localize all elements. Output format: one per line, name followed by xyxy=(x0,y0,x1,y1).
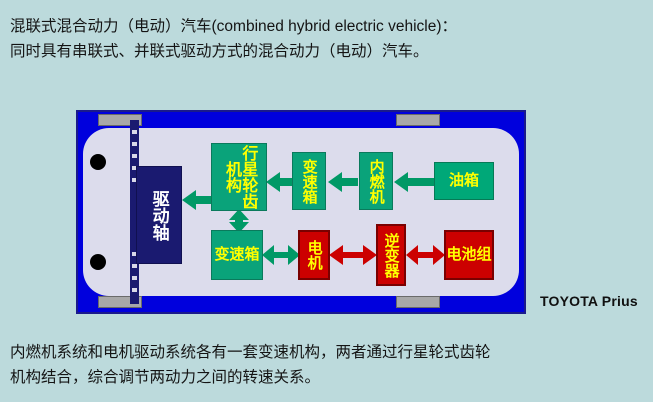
axle-tick xyxy=(132,130,137,134)
axle-tick xyxy=(132,178,137,182)
node-gearbox-engine[interactable]: 变速箱 xyxy=(292,152,326,210)
hub-upper xyxy=(90,154,106,170)
node-planetary-gear[interactable]: 行星轮齿机构 xyxy=(211,143,267,211)
arrow-motor-inverter xyxy=(329,244,377,266)
arrow-inverter-battery xyxy=(406,244,445,266)
arrow-fueltank-to-engine xyxy=(394,170,435,194)
wheel-rear-left xyxy=(396,114,440,126)
axle-tick xyxy=(132,154,137,158)
explanation-paragraph: 内燃机系统和电机驱动系统各有一套变速机构，两者通过行星轮式齿轮 机构结合，综合调… xyxy=(10,344,491,386)
node-gearbox-motor[interactable]: 变速箱 xyxy=(211,230,263,280)
axle-tick xyxy=(132,142,137,146)
node-battery-pack[interactable]: 电池组 xyxy=(444,230,494,280)
axle-tick xyxy=(132,276,137,280)
arrow-planetary-gearbox2 xyxy=(227,209,251,233)
axle-tick xyxy=(132,264,137,268)
node-electric-motor[interactable]: 电机 xyxy=(298,230,330,280)
hub-lower xyxy=(90,254,106,270)
arrow-gearbox1-to-planetary xyxy=(266,170,294,194)
arrow-gearbox2-motor xyxy=(262,244,300,266)
vehicle-model-caption: TOYOTA Prius xyxy=(540,293,638,309)
node-fuel-tank[interactable]: 油箱 xyxy=(434,162,494,200)
axle-tick xyxy=(132,252,137,256)
axle-tick xyxy=(132,288,137,292)
arrow-planetary-to-driveshaft xyxy=(182,188,214,212)
wheel-rear-right xyxy=(396,296,440,308)
intro-paragraph: 混联式混合动力（电动）汽车(combined hybrid electric v… xyxy=(10,18,458,60)
node-driveshaft[interactable]: 驱动轴 xyxy=(136,166,182,264)
arrow-engine-to-gearbox1 xyxy=(328,170,358,194)
node-combustion-engine[interactable]: 内燃机 xyxy=(359,152,393,210)
hybrid-powertrain-diagram: 驱动轴 行星轮齿机构 变速箱 内燃机 油箱 变速箱 电机 逆变器 电池组 xyxy=(76,110,526,314)
axle-tick xyxy=(132,166,137,170)
drive-axle xyxy=(130,120,139,304)
node-inverter[interactable]: 逆变器 xyxy=(376,224,406,286)
